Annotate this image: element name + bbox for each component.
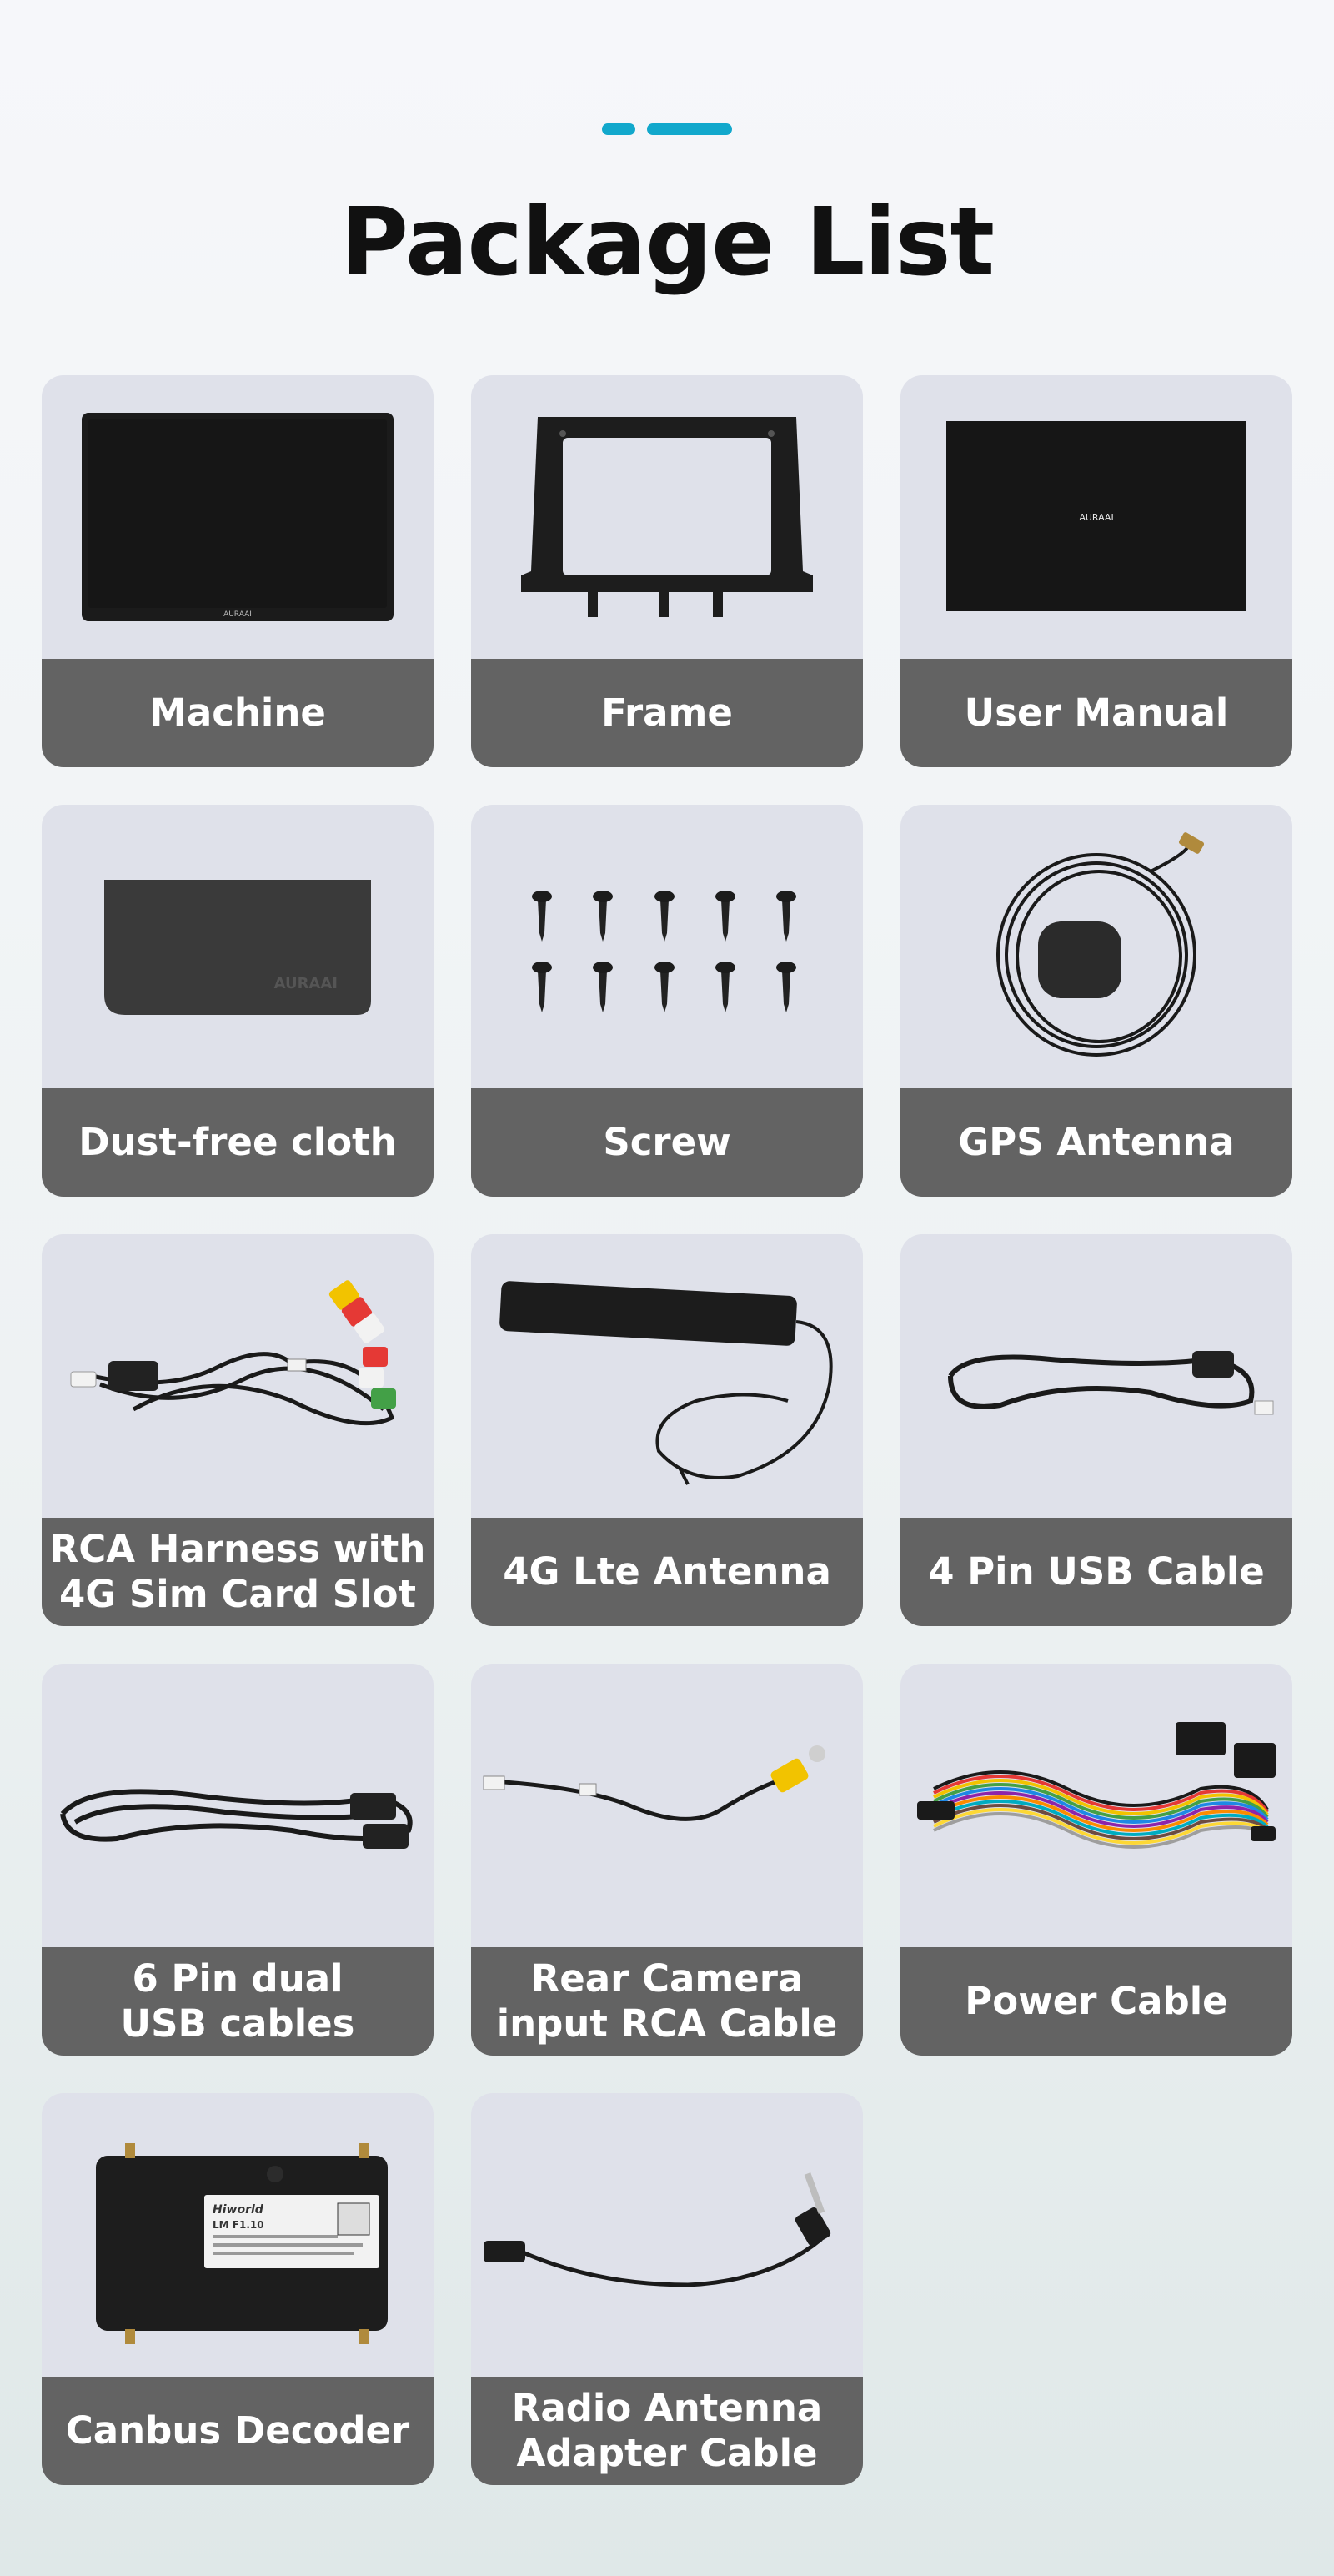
machine-icon: AURAAI bbox=[42, 375, 434, 659]
page-title: Package List bbox=[339, 188, 995, 297]
screw bbox=[776, 962, 796, 1012]
gps-antenna-icon bbox=[900, 805, 1292, 1088]
screw bbox=[715, 962, 735, 1012]
item-label: Radio Antenna Adapter Cable bbox=[471, 2377, 863, 2485]
screw bbox=[593, 962, 613, 1012]
item-label: Screw bbox=[471, 1088, 863, 1197]
screw bbox=[654, 962, 675, 1012]
power-wire bbox=[933, 1791, 1269, 1828]
package-item: Rear Camera input RCA Cable bbox=[471, 1664, 863, 2056]
power-connector bbox=[1251, 1826, 1276, 1841]
package-item: RCA Harness with 4G Sim Card Slot bbox=[42, 1234, 434, 1626]
power-wire bbox=[933, 1775, 1269, 1814]
package-item: Power Cable bbox=[900, 1664, 1292, 2056]
screw bbox=[532, 962, 552, 1012]
power-wire bbox=[933, 1783, 1269, 1820]
decoder-brand: Hiworld bbox=[213, 2203, 264, 2217]
item-label: 4 Pin USB Cable bbox=[900, 1518, 1292, 1626]
package-item: Frame bbox=[471, 375, 863, 767]
screw bbox=[776, 891, 796, 942]
power-cable-icon bbox=[900, 1664, 1292, 1947]
screw bbox=[715, 891, 735, 942]
package-item: 6 Pin dual USB cables bbox=[42, 1664, 434, 2056]
power-wire bbox=[933, 1800, 1269, 1836]
power-wire bbox=[933, 1787, 1269, 1824]
item-label: Canbus Decoder bbox=[42, 2377, 434, 2485]
canbus-decoder-icon: Hiworld LM F1.10 bbox=[42, 2093, 434, 2377]
package-item: Hiworld LM F1.10 Canbus Decoder bbox=[42, 2093, 434, 2485]
item-label: GPS Antenna bbox=[900, 1088, 1292, 1197]
radio-antenna-cable-icon bbox=[471, 2093, 863, 2377]
power-connector bbox=[1234, 1743, 1276, 1778]
item-label: 4G Lte Antenna bbox=[471, 1518, 863, 1626]
power-connector bbox=[1176, 1722, 1226, 1755]
item-label: Machine bbox=[42, 659, 434, 767]
power-wire bbox=[933, 1812, 1269, 1849]
item-label: Power Cable bbox=[900, 1947, 1292, 2056]
package-item: AURAAI Dust-free cloth bbox=[42, 805, 434, 1197]
power-wire bbox=[933, 1779, 1269, 1816]
item-label: 6 Pin dual USB cables bbox=[42, 1947, 434, 2056]
power-wire bbox=[933, 1795, 1269, 1832]
screw bbox=[654, 891, 675, 942]
package-item: 4 Pin USB Cable bbox=[900, 1234, 1292, 1626]
screw bbox=[532, 891, 552, 942]
usb-cable-icon bbox=[900, 1234, 1292, 1518]
manual-logo: AURAAI bbox=[1079, 512, 1113, 523]
package-item: GPS Antenna bbox=[900, 805, 1292, 1197]
package-grid: AURAAI Machine Frame bbox=[42, 375, 1292, 2485]
item-label: User Manual bbox=[900, 659, 1292, 767]
package-item: AURAAI Machine bbox=[42, 375, 434, 767]
accent-dash-long bbox=[647, 123, 732, 135]
item-label: Dust-free cloth bbox=[42, 1088, 434, 1197]
power-wire bbox=[933, 1804, 1269, 1840]
cloth-icon: AURAAI bbox=[42, 805, 434, 1088]
package-item: AURAAI User Manual bbox=[900, 375, 1292, 767]
decoder-model: LM F1.10 bbox=[213, 2219, 264, 2231]
rca-harness-icon bbox=[42, 1234, 434, 1518]
accent-dash-short bbox=[602, 123, 635, 135]
accent-dashes bbox=[602, 123, 732, 135]
power-connector bbox=[917, 1801, 955, 1820]
item-label: Frame bbox=[471, 659, 863, 767]
screw-icon bbox=[471, 805, 863, 1088]
frame-icon bbox=[471, 375, 863, 659]
item-label: Rear Camera input RCA Cable bbox=[471, 1947, 863, 2056]
package-item: Screw bbox=[471, 805, 863, 1197]
power-wire bbox=[933, 1808, 1269, 1845]
package-item: Radio Antenna Adapter Cable bbox=[471, 2093, 863, 2485]
dual-usb-cable-icon bbox=[42, 1664, 434, 1947]
package-item: 4G Lte Antenna bbox=[471, 1234, 863, 1626]
4g-antenna-icon bbox=[471, 1234, 863, 1518]
rca-cable-icon bbox=[471, 1664, 863, 1947]
screw bbox=[593, 891, 613, 942]
item-label: RCA Harness with 4G Sim Card Slot bbox=[42, 1518, 434, 1626]
brand-logo: AURAAI bbox=[223, 610, 252, 619]
power-wire bbox=[933, 1770, 1269, 1811]
cloth-logo: AURAAI bbox=[274, 975, 338, 992]
user-manual-icon: AURAAI bbox=[900, 375, 1292, 659]
